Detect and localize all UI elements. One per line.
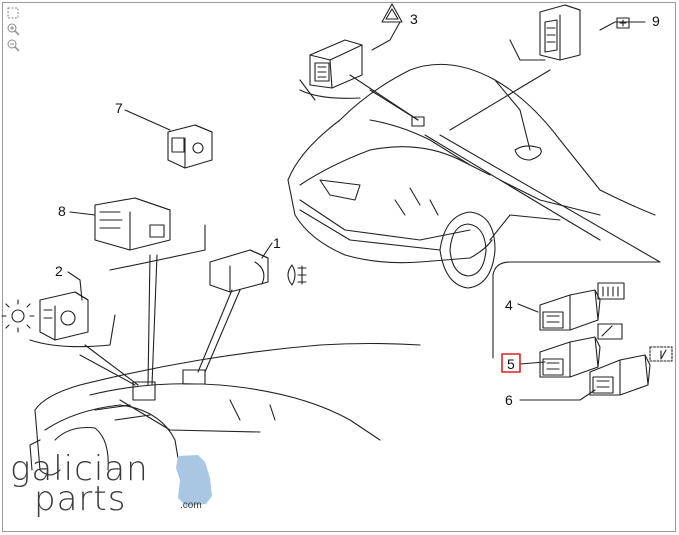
callout-3: 3	[410, 11, 418, 27]
logo-line1: galician	[10, 449, 149, 489]
fog-light-icon	[287, 264, 307, 286]
rear-defrost-icon	[597, 282, 625, 300]
part-3-hazard-switch	[309, 39, 363, 89]
zoom-out-icon[interactable]	[6, 38, 20, 52]
part-5-switch	[539, 336, 601, 378]
lower-dashboard-switch-mark	[182, 369, 206, 385]
part-4-switch	[539, 289, 601, 331]
upper-car-outline	[287, 63, 656, 289]
callout-8: 8	[58, 203, 66, 219]
part-6-switch	[589, 354, 651, 396]
rear-wiper-icon	[649, 346, 673, 362]
lower-dashboard-switch-mark-2	[132, 381, 156, 401]
part-7-switch	[167, 124, 213, 169]
leader-lines	[29, 21, 661, 401]
part-2-light-switch	[39, 291, 89, 341]
callout-9: 9	[652, 13, 660, 29]
callout-7: 7	[115, 100, 123, 116]
callout-1: 1	[273, 235, 281, 251]
callout-6: 6	[505, 392, 513, 408]
lower-car-outline	[29, 342, 421, 476]
dashboard-switch-mark	[411, 116, 425, 127]
logo-domain: .com	[180, 500, 202, 511]
callout-2: 2	[55, 263, 63, 279]
callout-4: 4	[505, 297, 513, 313]
zoom-toolbar	[6, 6, 22, 54]
logo-line2: parts	[34, 479, 127, 519]
window-lift-icon	[616, 17, 630, 29]
logo-map-shape	[176, 455, 212, 506]
galician-parts-logo: galician parts .com	[10, 452, 220, 522]
wiper-icon	[597, 323, 623, 340]
callout-5: 5	[507, 356, 515, 372]
callout-highlight-box	[501, 353, 521, 373]
part-9-window-switch	[539, 4, 581, 61]
zoom-in-icon[interactable]	[6, 22, 20, 36]
fit-icon[interactable]	[6, 6, 20, 20]
part-8-connector	[94, 197, 171, 251]
part-1-fog-switch	[209, 249, 269, 293]
hazard-triangle-icon	[381, 3, 403, 23]
headlight-sun-icon	[1, 299, 35, 333]
